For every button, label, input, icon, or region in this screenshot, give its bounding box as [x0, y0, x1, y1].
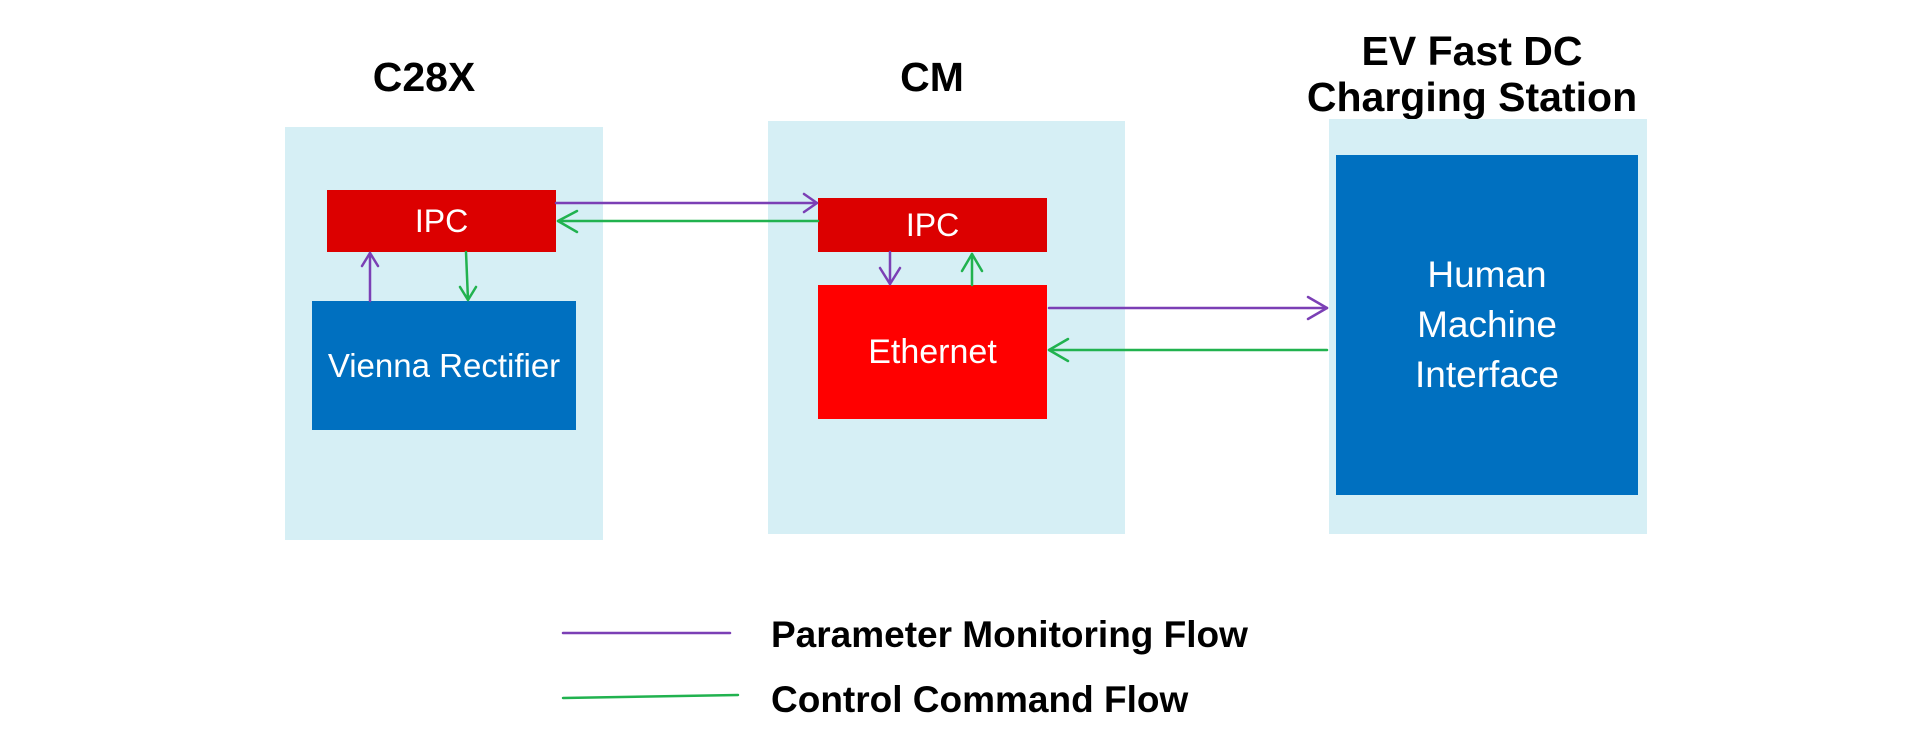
hmi-label-line2: Machine — [1417, 304, 1557, 345]
hmi-label-line1: Human — [1427, 254, 1547, 295]
ethernet-block: Ethernet — [818, 285, 1047, 419]
hmi-block: Human Machine Interface — [1336, 155, 1638, 495]
legend-control-line — [561, 693, 740, 700]
arrow-c28x-ipc-to-rectifier — [458, 250, 478, 302]
arrow-c28x-ipc-to-cm-ipc — [554, 192, 819, 214]
legend-control-label: Control Command Flow — [771, 679, 1189, 720]
c28x-title: C28X — [372, 54, 476, 100]
vienna-rectifier-label: Vienna Rectifier — [327, 346, 561, 384]
arrow-cm-ipc-to-c28x-ipc — [556, 209, 820, 234]
cm-title: CM — [900, 54, 964, 100]
station-title-line2: Charging Station — [1306, 74, 1638, 120]
station-title-line1: EV Fast DC — [1361, 28, 1583, 74]
cm-ipc-label: IPC — [905, 206, 960, 243]
ethernet-label: Ethernet — [868, 332, 997, 371]
vienna-rectifier-block: Vienna Rectifier — [312, 301, 576, 430]
c28x-ipc-block: IPC — [327, 190, 556, 252]
cm-ipc-block: IPC — [818, 198, 1047, 252]
arrow-hmi-to-ethernet — [1047, 337, 1329, 363]
legend-parameter-label: Parameter Monitoring Flow — [771, 614, 1248, 655]
arrow-cm-ipc-to-ethernet — [878, 250, 902, 286]
arrow-ethernet-to-hmi — [1047, 295, 1329, 321]
arrow-ethernet-to-cm-ipc — [960, 252, 984, 287]
arrow-rectifier-to-c28x-ipc — [360, 251, 380, 303]
hmi-label-line3: Interface — [1415, 354, 1559, 395]
c28x-ipc-label: IPC — [414, 202, 469, 239]
